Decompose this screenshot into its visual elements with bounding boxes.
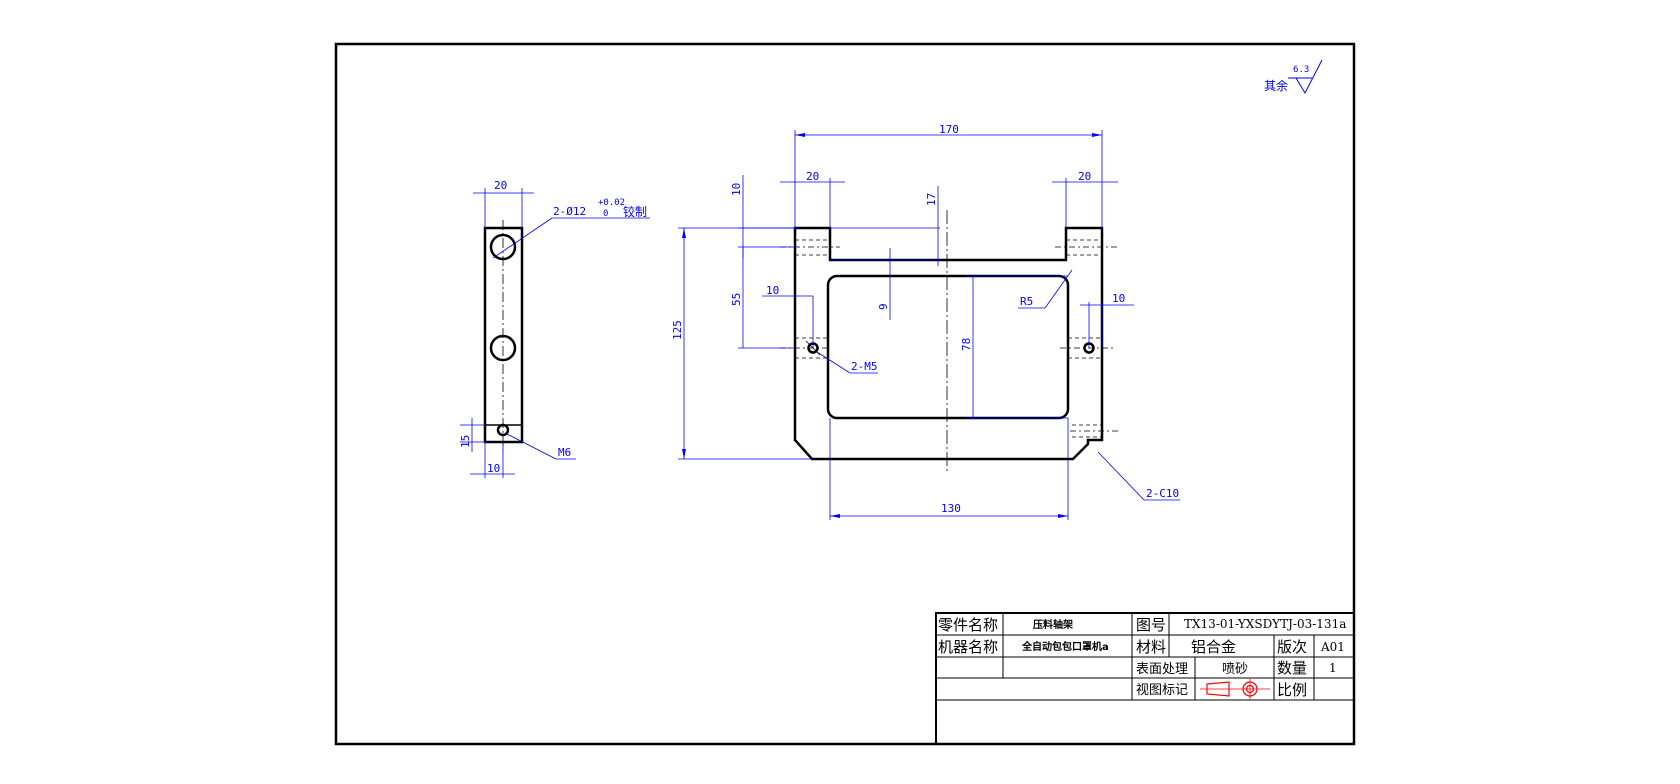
part-name-value: 压料轴架 bbox=[1033, 618, 1073, 631]
dim-hole-offset-left: 10 bbox=[766, 284, 779, 297]
quantity-value: 1 bbox=[1329, 661, 1337, 675]
dim-left-slot-width: 20 bbox=[806, 170, 819, 183]
title-block-text: 零件名称 压料轴架 图号 TX13-01-YXSDYTJ-03-131a 机器名… bbox=[938, 616, 1346, 699]
revision-value: A01 bbox=[1320, 640, 1345, 654]
label-revision: 版次 bbox=[1277, 638, 1307, 656]
roughness-value: 6.3 bbox=[1293, 65, 1309, 75]
hole-ream-note: 铰制 bbox=[623, 204, 647, 219]
roughness-text: 其余 bbox=[1264, 78, 1288, 93]
dim-55: 55 bbox=[730, 293, 743, 306]
drawing-no-value: TX13-01-YXSDYTJ-03-131a bbox=[1184, 617, 1346, 631]
front-dimensions: 170 20 20 10 17 9 10 55 78 bbox=[671, 123, 1180, 520]
dim-side-10: 10 bbox=[487, 462, 500, 475]
hole-tol-lower: 0 bbox=[603, 209, 608, 219]
label-machine-name: 机器名称 bbox=[938, 638, 998, 656]
dim-overall-height: 125 bbox=[671, 320, 684, 340]
dim-side-15: 15 bbox=[459, 435, 472, 448]
label-scale: 比例 bbox=[1277, 681, 1307, 699]
dim-pocket-width: 130 bbox=[941, 502, 961, 515]
dim-side-width: 20 bbox=[494, 179, 507, 192]
dim-17: 17 bbox=[925, 193, 938, 206]
label-surface-treatment: 表面处理 bbox=[1136, 662, 1188, 677]
label-part-name: 零件名称 bbox=[938, 616, 998, 634]
drawing-border bbox=[334, 42, 1356, 746]
label-quantity: 数量 bbox=[1277, 659, 1307, 677]
dim-hole-offset-right: 10 bbox=[1112, 292, 1125, 305]
chamfer-callout: 2-C10 bbox=[1146, 487, 1179, 500]
label-drawing-no: 图号 bbox=[1136, 616, 1166, 634]
radius-callout: R5 bbox=[1020, 295, 1033, 308]
projection-symbol-icon bbox=[1200, 679, 1270, 699]
side-view: 20 2-Ø12 +0.02 0 铰制 15 10 M6 bbox=[459, 179, 650, 478]
hole-callout: 2-Ø12 bbox=[553, 205, 586, 218]
surface-treatment-value: 喷砂 bbox=[1222, 662, 1248, 677]
m6-callout: M6 bbox=[558, 446, 571, 459]
material-value: 铝合金 bbox=[1191, 638, 1236, 656]
surface-roughness-symbol: 其余 6.3 bbox=[1264, 59, 1323, 95]
machine-name-value: 全自动包包口罩机a bbox=[1021, 640, 1109, 653]
dim-top-10: 10 bbox=[730, 183, 743, 196]
dim-78: 78 bbox=[960, 338, 973, 351]
label-view-mark: 视图标记 bbox=[1136, 683, 1188, 698]
dim-right-slot-width: 20 bbox=[1078, 170, 1091, 183]
thread-callout-m5: 2-M5 bbox=[851, 360, 878, 373]
dim-9: 9 bbox=[877, 303, 890, 310]
dim-overall-width: 170 bbox=[939, 123, 959, 136]
label-material: 材料 bbox=[1136, 638, 1166, 656]
title-block bbox=[935, 612, 1355, 745]
front-view bbox=[780, 210, 1118, 472]
hole-tol-upper: +0.02 bbox=[598, 198, 625, 208]
